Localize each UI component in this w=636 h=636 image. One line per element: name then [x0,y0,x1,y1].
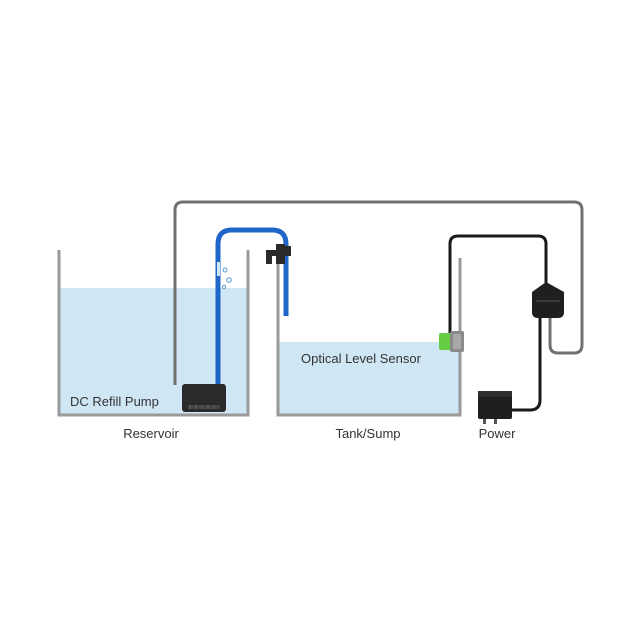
pump-power-cable [173,200,584,385]
pump-icon [182,384,226,412]
water-drop [221,284,227,290]
water-drop [222,267,228,273]
power-cable [512,318,542,412]
reservoir-walls [57,250,250,417]
water-drops [221,267,232,290]
tank-label: Tank/Sump [335,426,400,441]
power-adapter-icon [478,391,512,424]
tube-clip-icon [266,244,291,264]
power-label: Power [479,426,517,441]
optical-sensor-icon [439,331,464,352]
sensor-cable [448,234,548,340]
tank-sump [276,258,462,417]
sensor-label: Optical Level Sensor [301,351,422,366]
tube-opening [217,262,220,276]
refill-tube [215,227,289,384]
controller-icon [532,282,564,318]
water-drop [226,277,232,283]
tank-water [278,342,460,415]
reservoir-label: Reservoir [123,426,179,441]
pump-label: DC Refill Pump [70,394,159,409]
